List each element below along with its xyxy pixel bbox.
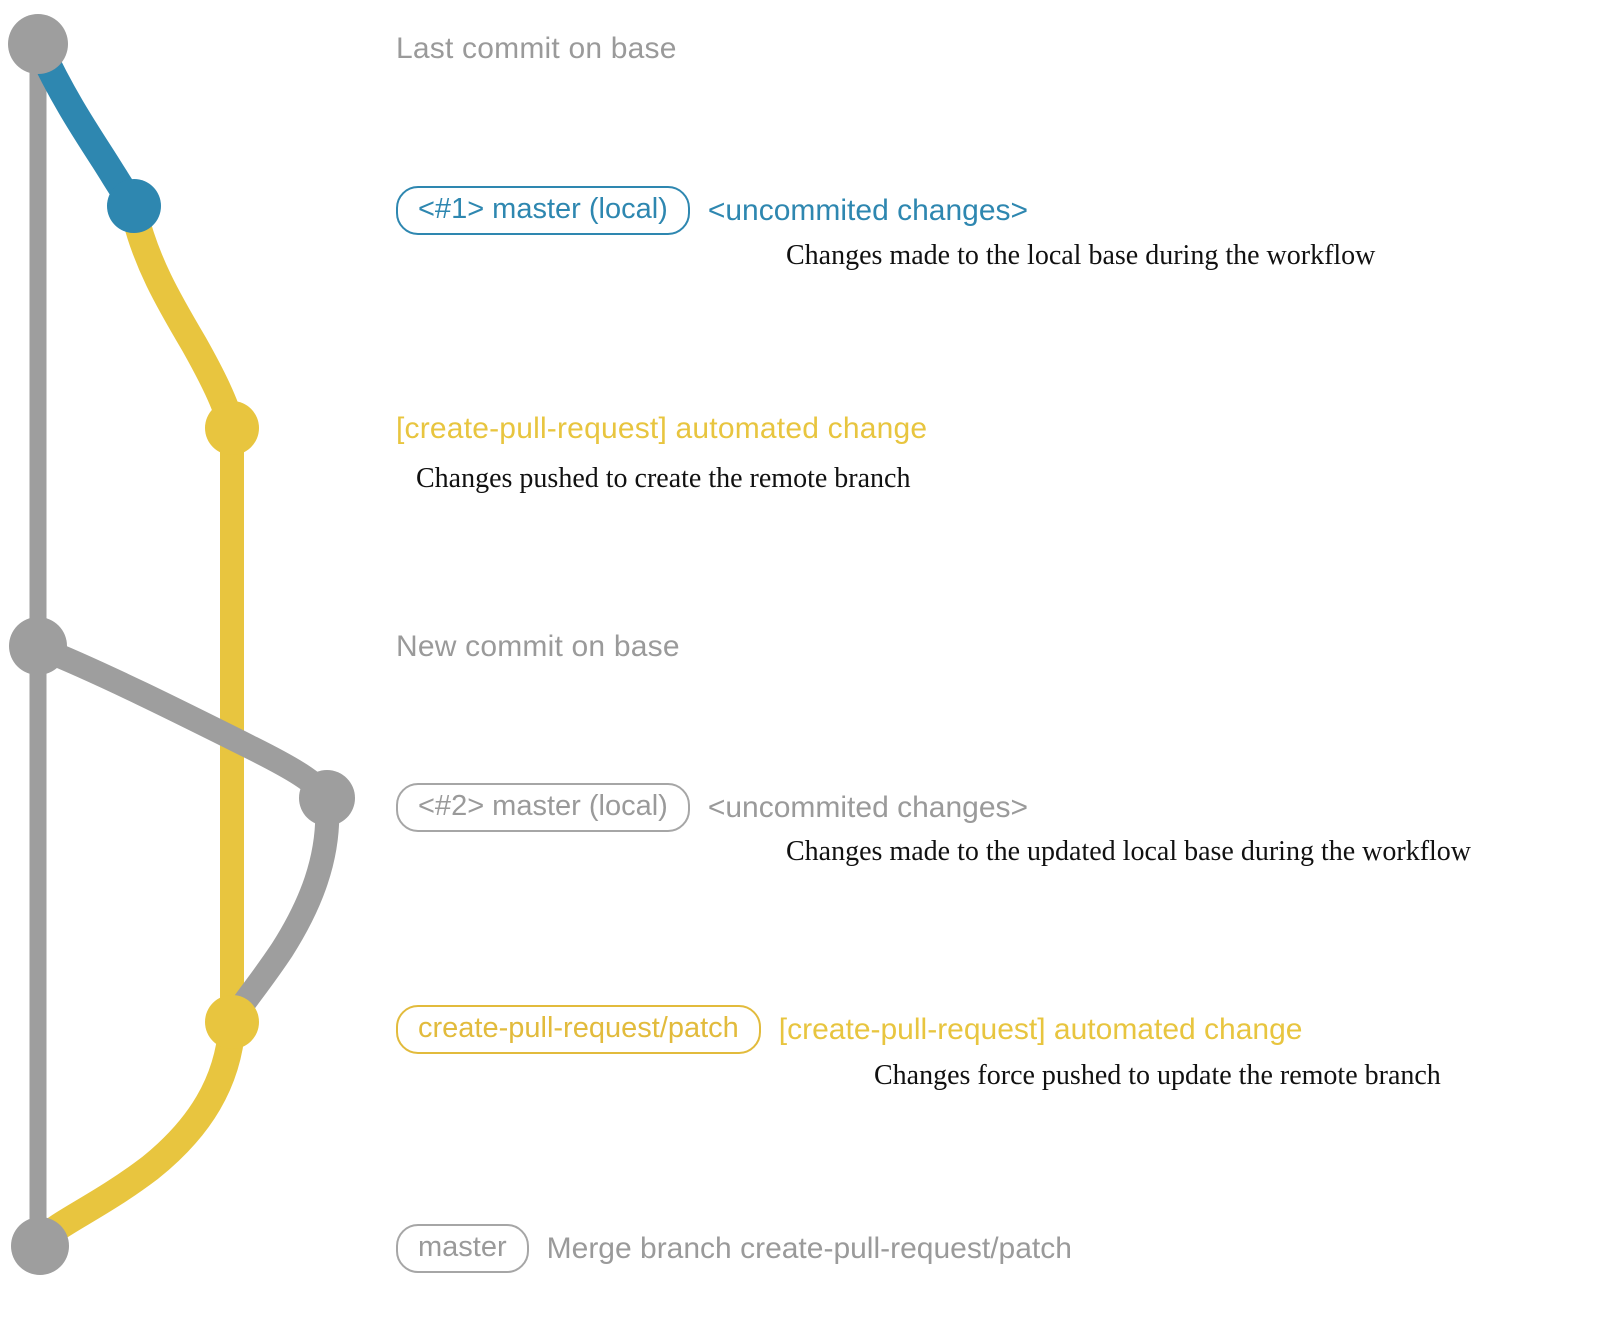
merge-curve-yellow bbox=[28, 1012, 246, 1254]
commit-message-master-local-2: <uncommited changes> bbox=[707, 790, 1029, 824]
description-master-local-2: Changes made to the updated local base d… bbox=[786, 836, 1472, 867]
commit-node-merge bbox=[11, 1217, 69, 1275]
commit-message-last-commit-on-base: Last commit on base bbox=[396, 32, 677, 65]
commit-message-master-local-1: <uncommited changes> bbox=[707, 193, 1029, 227]
row-merge-commit: master Merge branch create-pull-request/… bbox=[396, 1224, 1072, 1273]
description-automated-change-1: Changes pushed to create the remote bran… bbox=[416, 463, 911, 494]
row-master-local-1: <#1> master (local) <uncommited changes> bbox=[396, 186, 1028, 235]
commit-node-patch-2 bbox=[205, 995, 259, 1049]
commit-message-automated-change-2: [create-pull-request] automated change bbox=[778, 1012, 1303, 1046]
row-automated-change-2: create-pull-request/patch [create-pull-r… bbox=[396, 1005, 1302, 1054]
row-automated-change-1: [create-pull-request] automated change bbox=[396, 412, 927, 446]
commit-message-merge: Merge branch create-pull-request/patch bbox=[546, 1231, 1072, 1265]
branch-chip-master-local-2[interactable]: <#2> master (local) bbox=[396, 783, 690, 832]
commit-node-local-2 bbox=[299, 770, 355, 826]
row-master-local-2: <#2> master (local) <uncommited changes> bbox=[396, 783, 1028, 832]
description-automated-change-2: Changes force pushed to update the remot… bbox=[874, 1060, 1441, 1091]
commit-node-patch-1 bbox=[205, 401, 259, 455]
commit-node-local-1 bbox=[107, 179, 161, 233]
commit-message-automated-change-1: [create-pull-request] automated change bbox=[396, 412, 928, 445]
branch-chip-master[interactable]: master bbox=[396, 1224, 529, 1273]
local2-to-patch-curve-gray bbox=[221, 792, 340, 1032]
local-branch-curve-gray bbox=[28, 636, 339, 810]
commit-node-base-new bbox=[9, 617, 67, 675]
description-master-local-1: Changes made to the local base during th… bbox=[786, 240, 1376, 271]
local-branch-curve-blue bbox=[26, 34, 148, 220]
commit-node-base-top bbox=[8, 14, 68, 74]
patch-branch-curve-yellow-1 bbox=[120, 198, 246, 442]
branch-chip-create-pull-request-patch[interactable]: create-pull-request/patch bbox=[396, 1005, 761, 1054]
row-last-commit-on-base: Last commit on base bbox=[396, 32, 677, 66]
branch-chip-master-local-1[interactable]: <#1> master (local) bbox=[396, 186, 690, 235]
commit-message-new-commit-on-base: New commit on base bbox=[396, 630, 680, 663]
row-new-commit-on-base: New commit on base bbox=[396, 630, 680, 664]
